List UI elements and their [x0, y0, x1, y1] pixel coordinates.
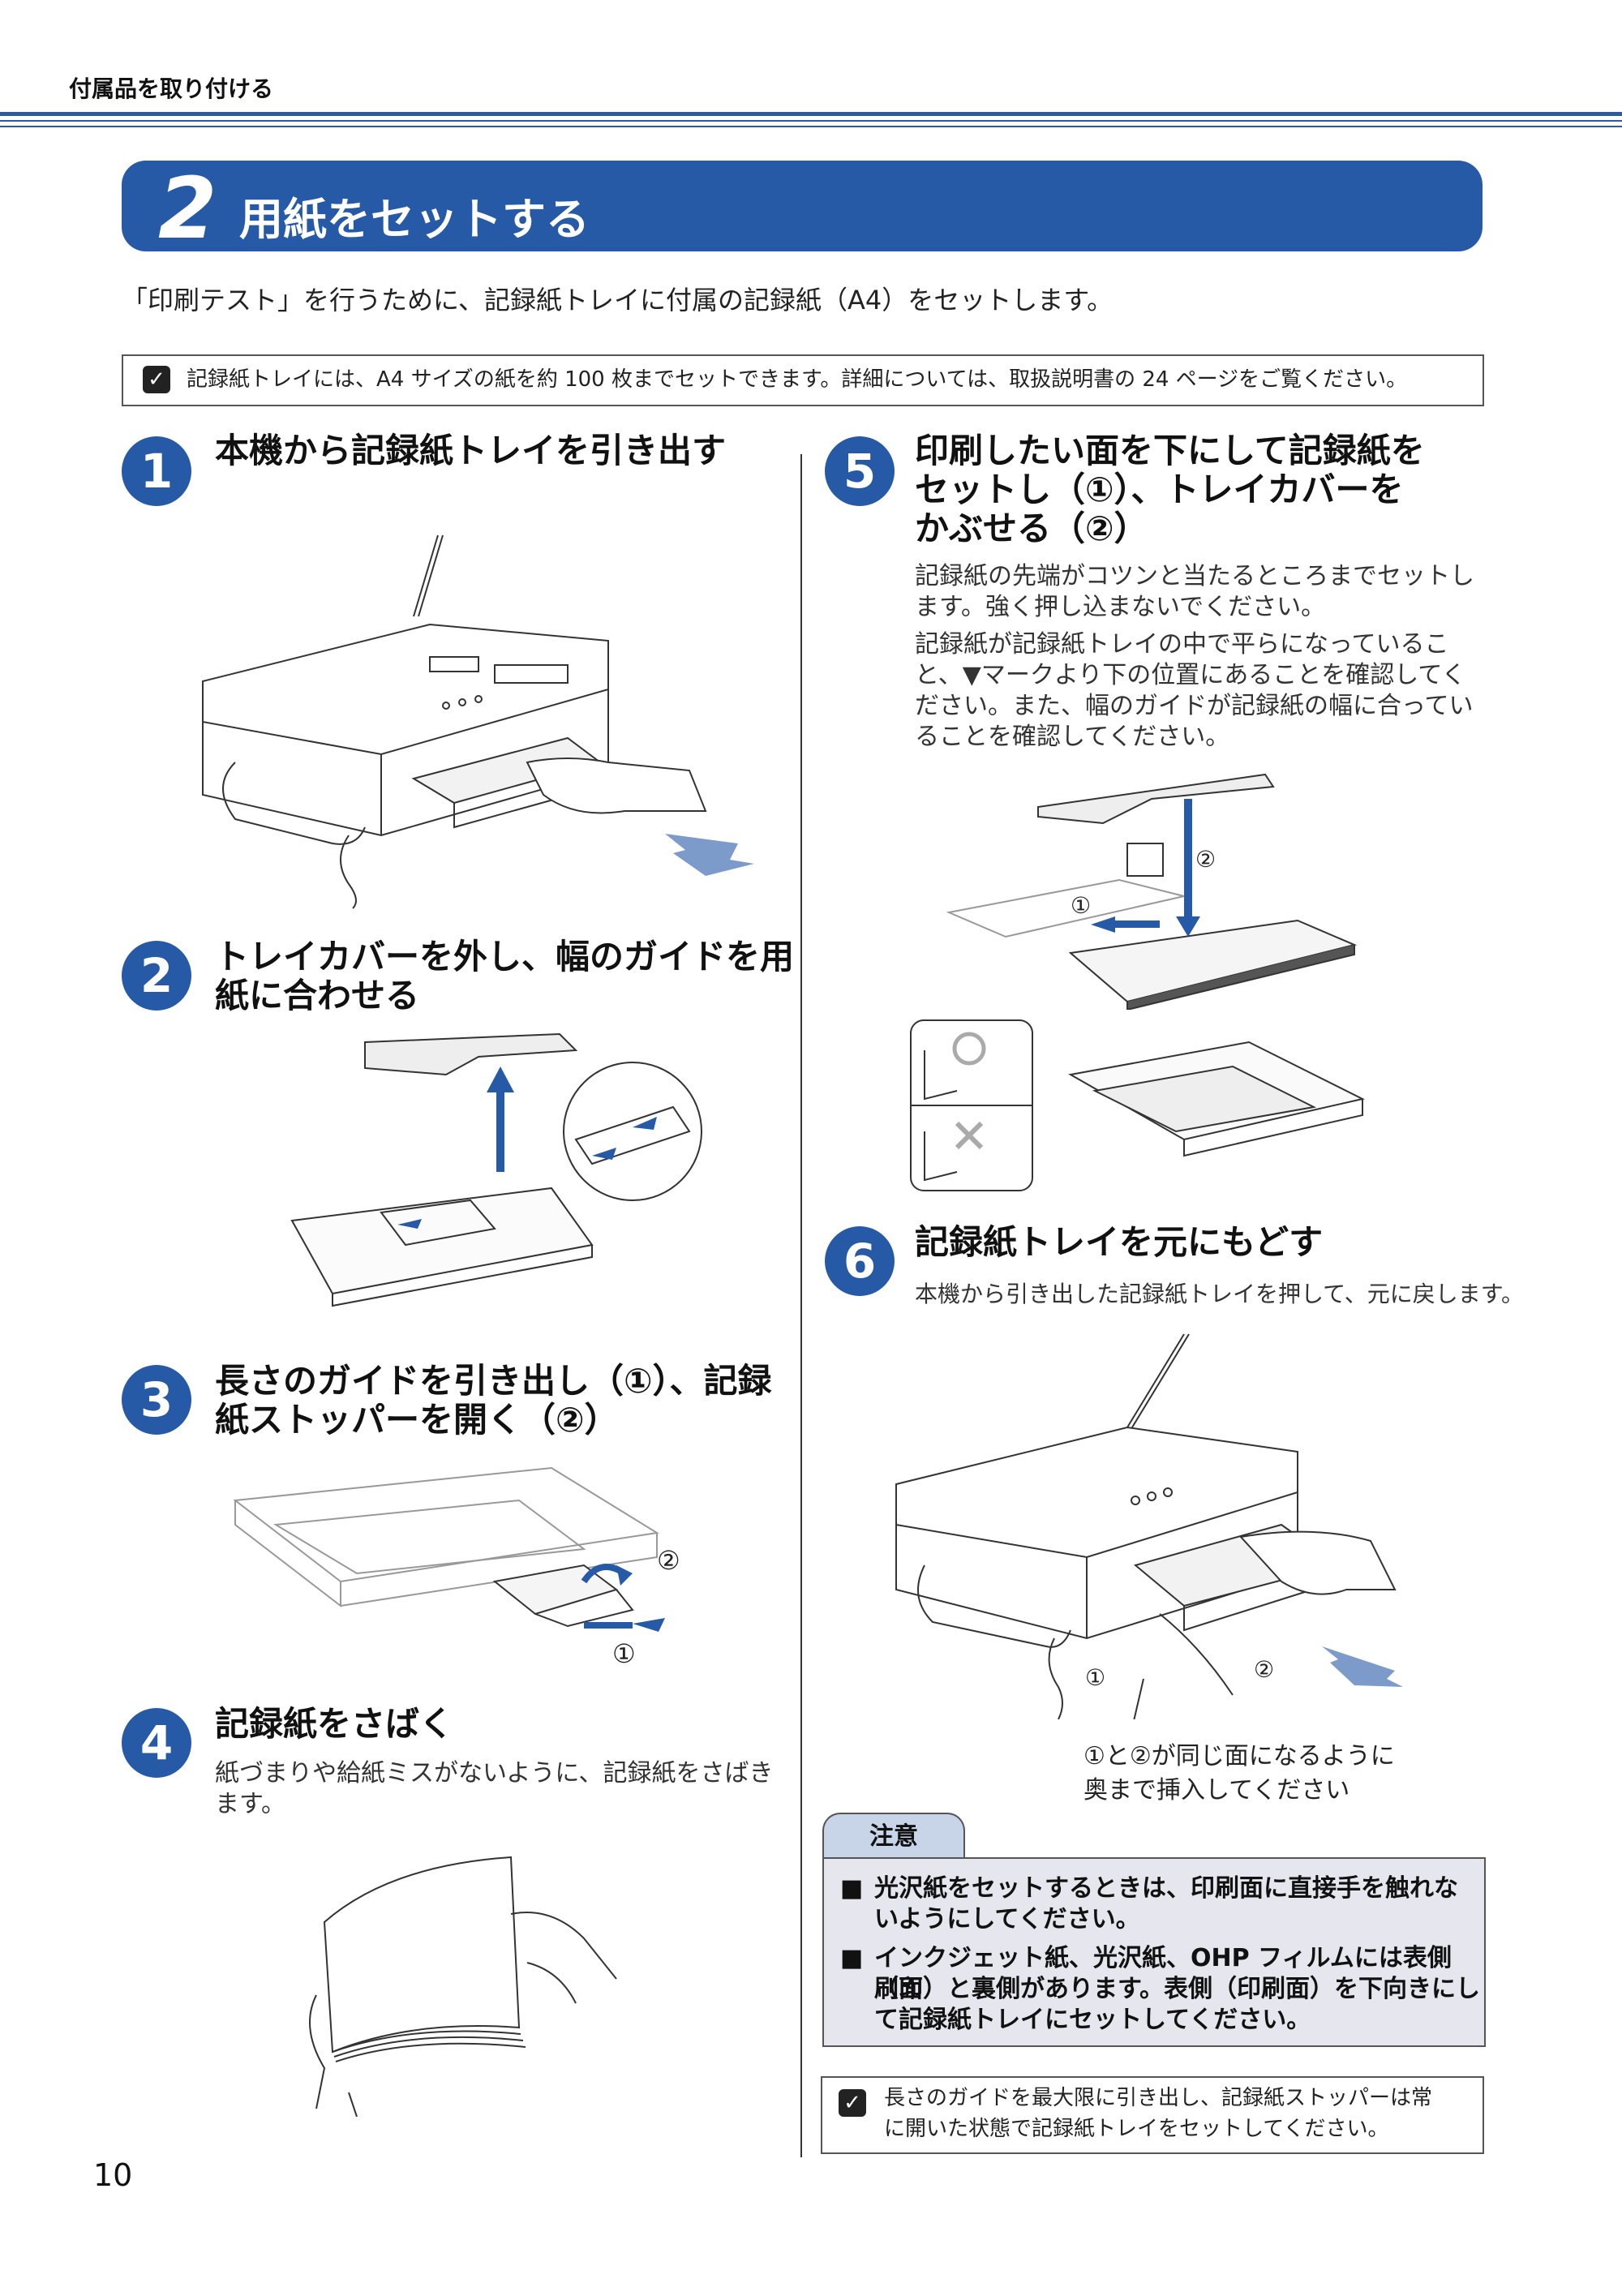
push-arrow — [1322, 1646, 1403, 1687]
step-3-title-line2: 紙ストッパーを開く（②） — [215, 1400, 619, 1440]
step-5-body2-line3: ださい。また、幅のガイドが記録紙の幅に合ってい — [915, 692, 1474, 720]
step-6-caption-line2: 奥まで挿入してください — [1083, 1776, 1350, 1805]
printer-insert-tray-illustration — [895, 1333, 1403, 1719]
step-5-callout-1: ① — [1071, 892, 1092, 919]
memo-check-icon: ✓ — [839, 2089, 866, 2117]
note-text: 記録紙トレイには、A4 サイズの紙を約 100 枚までセットできます。詳細につい… — [187, 367, 1408, 392]
step-4-title: 記録紙をさばく — [215, 1704, 454, 1744]
caution-bullet-1: ■ — [840, 1874, 864, 1903]
step-3-title-line1: 長さのガイドを引き出し（①）、記録 — [215, 1361, 772, 1401]
step-6-caption-line1: ①と②が同じ面になるように — [1083, 1742, 1395, 1770]
step-6-callout-2: ② — [1254, 1656, 1275, 1683]
caution-item-2-line3: て記録紙トレイにセットしてください。 — [874, 2006, 1311, 2034]
caution-item-2-line1: インクジェット紙、光沢紙、OHP フィルムには表側（印 — [874, 1944, 1452, 2003]
step-2-title-line1: トレイカバーを外し、幅のガイドを用 — [215, 937, 795, 976]
step-5-title-line2: セットし（①）、トレイカバーを — [915, 470, 1404, 509]
section-intro: 「印刷テスト」を行うために、記録紙トレイに付属の記録紙（A4）をセットします。 — [122, 285, 1114, 315]
column-divider — [800, 454, 802, 2157]
note-box: ✓ 記録紙トレイには、A4 サイズの紙を約 100 枚までセットできます。詳細に… — [122, 354, 1484, 406]
step-5-body1-line1: 記録紙の先端がコツンと当たるところまでセットし — [915, 562, 1474, 590]
memo-check-icon: ✓ — [143, 366, 170, 393]
step-4-body-line1: 紙づまりや給紙ミスがないように、記録紙をさばき — [215, 1759, 774, 1787]
step-5-body2-line4: ることを確認してください。 — [915, 723, 1230, 751]
step-1-number: 1 — [122, 436, 191, 506]
caution-item-1-line1: 光沢紙をセットするときは、印刷面に直接手を触れな — [874, 1874, 1458, 1903]
caution-bullet-2: ■ — [840, 1944, 864, 1972]
step-5-title-line1: 印刷したい面を下にして記録紙を — [915, 431, 1425, 470]
header-rule-thin — [0, 120, 1622, 122]
step-2-title-line2: 紙に合わせる — [215, 976, 420, 1015]
lift-arrow — [487, 1066, 514, 1092]
step-5-callout-2: ② — [1195, 846, 1216, 873]
bottom-note-box: ✓ 長さのガイドを最大限に引き出し、記録紙ストッパーは常 に開いた状態で記録紙ト… — [821, 2076, 1484, 2154]
page-number: 10 — [93, 2157, 133, 2193]
section-number: 2 — [158, 159, 217, 258]
down-arrow — [1176, 916, 1200, 937]
step-3-callout-2: ② — [657, 1545, 680, 1576]
paper-set-illustration — [946, 773, 1358, 1010]
step-4-body-line2: ます。 — [215, 1790, 285, 1818]
caution-item-2-line2: 刷面）と裏側があります。表側（印刷面）を下向きにし — [874, 1975, 1480, 2003]
section-title: 用紙をセットする — [239, 194, 590, 245]
section-banner — [122, 161, 1483, 251]
step-6-callout-1: ① — [1085, 1664, 1106, 1691]
caution-box: ■ 光沢紙をセットするときは、印刷面に直接手を触れな いようにしてください。 ■… — [822, 1857, 1486, 2047]
step-1-title: 本機から記録紙トレイを引き出す — [215, 431, 727, 470]
bottom-note-line1: 長さのガイドを最大限に引き出し、記録紙ストッパーは常 — [884, 2086, 1433, 2110]
step-6-title: 記録紙トレイを元にもどす — [915, 1222, 1324, 1262]
step-3-number: 3 — [122, 1365, 191, 1435]
bottom-note-line2: に開いた状態で記録紙トレイをセットしてください。 — [884, 2117, 1389, 2141]
printer-pull-tray-illustration — [202, 534, 754, 909]
step-4-number: 4 — [122, 1708, 191, 1778]
step-6-body: 本機から引き出した記録紙トレイを押して、元に戻します。 — [915, 1281, 1524, 1307]
step-5-body1-line2: ます。強く押し込まないでください。 — [915, 593, 1326, 621]
fanning-paper-illustration — [309, 1856, 617, 2117]
caution-label: 注意 — [822, 1813, 965, 1860]
step-6-number: 6 — [825, 1226, 895, 1296]
paper-check-illustration — [910, 1019, 1365, 1191]
step-3-callout-1: ① — [612, 1638, 636, 1669]
step-5-body2-line2: と、▼マークより下の位置にあることを確認してく — [915, 661, 1466, 689]
caution-item-1-line2: いようにしてください。 — [874, 1905, 1140, 1933]
header-rule — [0, 112, 1622, 116]
length-guide-illustration — [233, 1466, 665, 1632]
tray-cover-guide-illustration — [290, 1032, 702, 1307]
running-head: 付属品を取り付ける — [69, 75, 274, 102]
ok-circle-mark — [952, 1032, 986, 1066]
step-2-number: 2 — [122, 941, 191, 1011]
step-5-title-line3: かぶせる（②） — [915, 509, 1148, 548]
pull-arrow — [665, 834, 754, 876]
header-rule-thin-2 — [0, 126, 1622, 127]
step-5-body2-line1: 記録紙が記録紙トレイの中で平らになっているこ — [915, 630, 1449, 659]
step-5-number: 5 — [825, 436, 895, 506]
